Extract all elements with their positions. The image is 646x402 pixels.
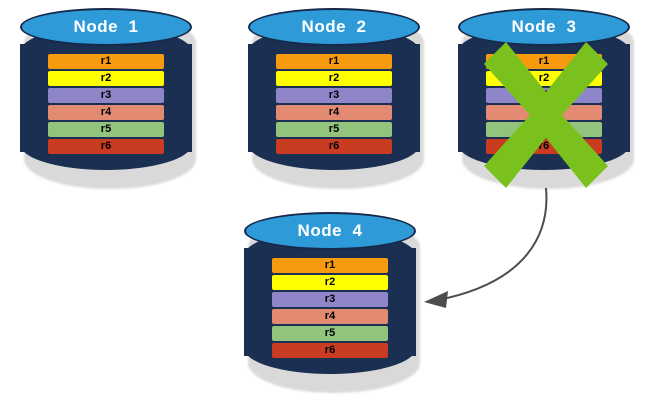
- row-item[interactable]: r5: [276, 122, 392, 137]
- row-item[interactable]: r4: [272, 309, 388, 324]
- node-title: Node 1: [73, 17, 139, 36]
- node-rows: r1 r2 r3 r4 r5 r6: [486, 54, 602, 156]
- row-item[interactable]: r4: [48, 105, 164, 120]
- row-item[interactable]: r6: [272, 343, 388, 358]
- row-item[interactable]: r3: [276, 88, 392, 103]
- database-node-3[interactable]: Node 3 r1 r2 r3 r4 r5 r6: [458, 8, 634, 189]
- row-item[interactable]: r2: [276, 71, 392, 86]
- database-node-4[interactable]: Node 4 r1 r2 r3 r4 r5 r6: [244, 212, 420, 393]
- database-node-1[interactable]: Node 1 r1 r2 r3 r4 r5 r6: [20, 8, 196, 189]
- row-item[interactable]: r2: [272, 275, 388, 290]
- migration-arrow: [424, 187, 548, 308]
- cylinder-top-ellipse: [248, 8, 420, 46]
- row-item[interactable]: r3: [486, 88, 602, 103]
- migration-arrow-line: [437, 187, 548, 301]
- row-item[interactable]: r6: [48, 139, 164, 154]
- database-node-2[interactable]: Node 2 r1 r2 r3 r4 r5 r6: [248, 8, 424, 189]
- row-item[interactable]: r4: [276, 105, 392, 120]
- row-item[interactable]: r1: [276, 54, 392, 69]
- row-item[interactable]: r5: [486, 122, 602, 137]
- node-title: Node 2: [301, 17, 367, 36]
- row-item[interactable]: r5: [272, 326, 388, 341]
- row-item[interactable]: r4: [486, 105, 602, 120]
- cylinder-top-ellipse: [244, 212, 416, 250]
- node-rows: r1 r2 r3 r4 r5 r6: [48, 54, 164, 156]
- row-item[interactable]: r1: [486, 54, 602, 69]
- row-item[interactable]: r6: [486, 139, 602, 154]
- row-item[interactable]: r6: [276, 139, 392, 154]
- row-item[interactable]: r1: [272, 258, 388, 273]
- row-item[interactable]: r1: [48, 54, 164, 69]
- node-title: Node 3: [511, 17, 577, 36]
- row-item[interactable]: r2: [48, 71, 164, 86]
- node-rows: r1 r2 r3 r4 r5 r6: [272, 258, 388, 360]
- migration-arrow-head: [424, 291, 448, 308]
- row-item[interactable]: r3: [48, 88, 164, 103]
- row-item[interactable]: r5: [48, 122, 164, 137]
- row-item[interactable]: r3: [272, 292, 388, 307]
- node-rows: r1 r2 r3 r4 r5 r6: [276, 54, 392, 156]
- row-item[interactable]: r2: [486, 71, 602, 86]
- node-title: Node 4: [297, 221, 363, 240]
- cylinder-top-ellipse: [20, 8, 192, 46]
